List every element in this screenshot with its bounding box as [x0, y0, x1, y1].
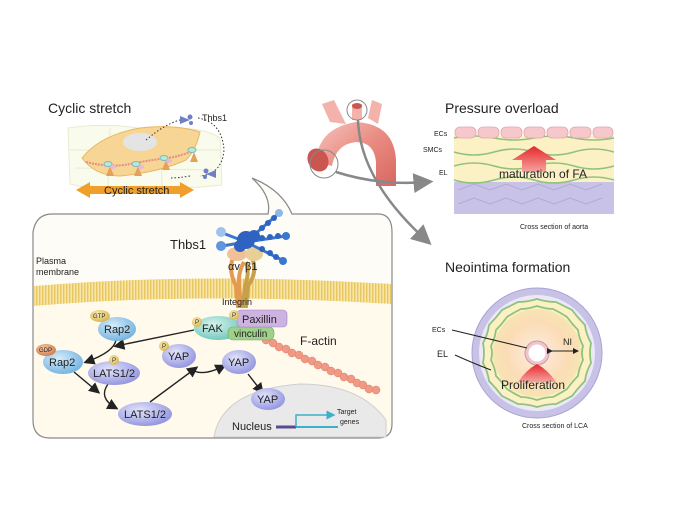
cyclic-stretch-title: Cyclic stretch	[48, 100, 131, 116]
cyclic-stretch-arrow	[76, 182, 194, 198]
layer-label-smcs: SMCs	[423, 147, 443, 154]
integrin-beta-label: β1	[245, 261, 257, 273]
fak-label: FAK	[202, 323, 223, 335]
cell-nucleus	[123, 133, 157, 151]
gtp-badge: GTP	[93, 314, 105, 320]
aortic-arch	[316, 122, 396, 186]
thbs1-molecule-icon	[203, 168, 216, 179]
arrow-rap2-to-lats	[73, 371, 101, 394]
yap-p-label: YAP	[168, 351, 189, 363]
arrow-to-pressure-overload	[335, 170, 434, 194]
lca-highlight-circle	[346, 99, 368, 121]
f-actin-filament	[261, 335, 381, 395]
node-vinculin: vinculin	[227, 326, 275, 341]
rap2-gdp-label: Rap2	[49, 357, 75, 369]
cyclic-stretch-panel: Cyclic stretch Thbs1 Cyclic stretc	[48, 100, 227, 198]
paxillin-label: Paxillin	[242, 314, 277, 326]
aorta-highlight-circle	[309, 149, 339, 179]
node-fak: FAK P	[192, 316, 242, 340]
elastic-lamina	[482, 298, 592, 408]
cyclic-stretch-arrow-label: Cyclic stretch	[104, 185, 169, 197]
f-actin-label: F-actin	[300, 334, 337, 348]
integrin-alpha-label: αv	[228, 261, 240, 273]
layer-label-ecs: ECs	[434, 131, 448, 138]
plasma-membrane-label-1: Plasma	[36, 256, 66, 266]
yap-nuclear-label: YAP	[257, 394, 278, 406]
thbs1-trimer-icon	[216, 209, 290, 265]
pressure-overload-panel: Pressure overload maturation of FA ECs S…	[423, 100, 615, 231]
node-lats-phospho: LATS1/2 P	[88, 355, 140, 385]
el-pointer	[454, 354, 492, 371]
arrow-yap-p-to-yap	[189, 364, 227, 375]
phospho-badge: P	[112, 358, 116, 364]
arrow-lats-p-to-lats	[103, 383, 119, 410]
proliferation-label: Proliferation	[501, 378, 565, 392]
neointima-panel: Neointima formation Proliferation NI ECs…	[432, 259, 603, 430]
node-paxillin: Paxillin P	[229, 309, 288, 328]
target-genes-label-2: genes	[340, 419, 360, 426]
arrow-lats-to-yap	[149, 366, 199, 403]
lats-p-label: LATS1/2	[93, 368, 135, 380]
yap-label: YAP	[228, 357, 249, 369]
neointima-title: Neointima formation	[445, 259, 570, 275]
target-genes-label-1: Target	[337, 409, 357, 416]
secretion-path	[145, 117, 225, 179]
integrin-label: Integrin	[222, 297, 252, 307]
transcription-arrow	[295, 410, 336, 427]
layer-label-el: EL	[439, 170, 448, 177]
arrow-to-neointima	[356, 119, 432, 246]
plasma-membrane	[34, 278, 391, 306]
pressure-overload-title: Pressure overload	[445, 100, 559, 116]
signaling-callout: Plasma membrane Nucleus Target genes F-a…	[32, 177, 393, 439]
node-rap2-gtp: Rap2 GTP	[90, 310, 136, 341]
arrow-yap-to-nucleus	[247, 373, 264, 395]
vinculin-label: vinculin	[234, 329, 267, 340]
proliferation-arrow	[518, 364, 556, 382]
ecs-pointer	[451, 329, 528, 349]
pathway-arrows	[73, 329, 264, 410]
thbs1-label: Thbs1	[170, 237, 206, 252]
gdp-badge: GDP	[39, 348, 52, 354]
thbs1-secreted-label: Thbs1	[202, 113, 227, 123]
phospho-badge: P	[195, 320, 199, 326]
lca-caption: Cross section of LCA	[522, 423, 588, 430]
phospho-badge: P	[232, 313, 236, 319]
arrow-fak-to-rap2	[113, 329, 195, 350]
el-label: EL	[437, 349, 448, 359]
ni-label: NI	[563, 337, 572, 347]
aorta-caption: Cross section of aorta	[520, 224, 588, 231]
maturation-arrow	[512, 146, 556, 172]
aortic-arch-illustration	[307, 99, 434, 246]
node-yap-nuclear: YAP	[251, 388, 285, 410]
node-yap: YAP	[222, 350, 256, 374]
nucleus-label: Nucleus	[232, 421, 272, 433]
maturation-label: maturation of FA	[499, 167, 587, 181]
node-rap2-gdp: Rap2 GDP	[36, 344, 83, 374]
plasma-membrane-label-2: membrane	[36, 267, 79, 277]
phospho-badge: P	[162, 344, 166, 350]
node-yap-phospho: YAP P	[159, 341, 196, 368]
lca-lumen	[528, 344, 546, 362]
rap2-gtp-label: Rap2	[104, 324, 130, 336]
stress-fiber	[85, 149, 195, 167]
ecs-label: ECs	[432, 327, 446, 334]
thbs1-molecule-icon	[180, 114, 193, 125]
node-lats: LATS1/2	[118, 402, 172, 426]
focal-adhesions	[103, 147, 198, 176]
lats-label: LATS1/2	[124, 409, 166, 421]
